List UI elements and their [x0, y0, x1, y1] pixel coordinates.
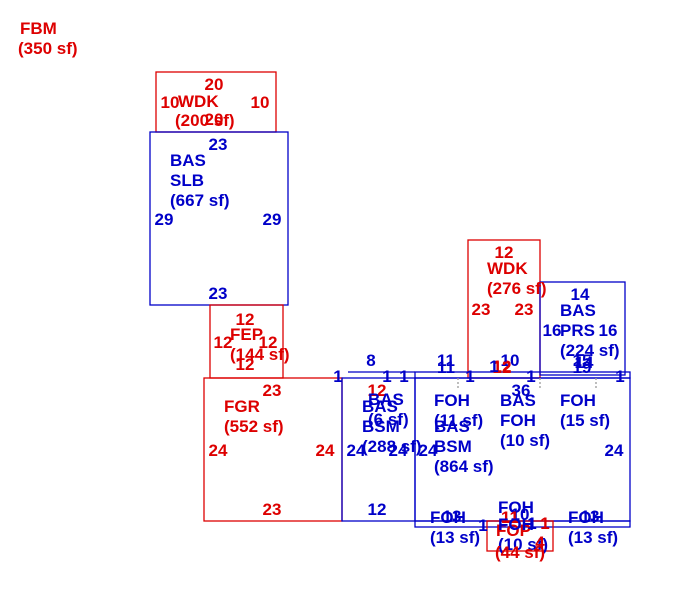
- fep-dim-top: 12: [236, 310, 255, 329]
- fep-area: (144 sf): [230, 345, 290, 364]
- bas-prs-area: (224 sf): [560, 341, 620, 360]
- dim-1-c: 1: [489, 357, 498, 376]
- bas-foh-dim-top: 10: [501, 351, 520, 370]
- foh3-area: (13 sf): [430, 528, 480, 547]
- wdk2-dim-right: 23: [515, 300, 534, 319]
- bas-sm-dim-mid: 12: [368, 381, 387, 400]
- wdk2-code: WDK: [487, 259, 528, 278]
- bas-foh-code: BAS: [500, 391, 536, 410]
- bas-sm-area: (6 sf): [368, 410, 409, 429]
- bas-foh-code2: FOH: [500, 411, 536, 430]
- bas-prs-dim-top: 14: [571, 285, 590, 304]
- bas-bsm2-code: BAS: [434, 417, 470, 436]
- bas-sm-dim-top: 8: [366, 351, 375, 370]
- bas-foh-area: (10 sf): [500, 431, 550, 450]
- fgr-dim-top: 23: [263, 381, 282, 400]
- dim-1-a: 1: [333, 367, 342, 386]
- fep-dim-left: 12: [214, 333, 233, 352]
- wdk1-code: WDK: [178, 92, 219, 111]
- fop-code-b: FOH: [498, 515, 534, 534]
- bas-bsm1-dim-bottom: 12: [368, 500, 387, 519]
- bas-prs-dim-left: 16: [543, 321, 562, 340]
- fop-code: FOP: [496, 521, 531, 540]
- foh2-area: (15 sf): [560, 411, 610, 430]
- fop-porch-outline: [486, 520, 554, 552]
- dim-1-e: 1: [615, 367, 624, 386]
- foh2-code: FOH: [560, 391, 596, 410]
- bas-bsm2-dim-left: 24: [419, 441, 438, 460]
- wdk1-dim-left: 10: [161, 93, 180, 112]
- dim-1-d: 1: [526, 367, 535, 386]
- fgr-area: (552 sf): [224, 417, 284, 436]
- bas-bsm2-dim-right: 24: [605, 441, 624, 460]
- bas-slb-dim-right: 29: [263, 210, 282, 229]
- wdk2-area: (276 sf): [487, 279, 547, 298]
- bas-bsm1-dim-left: 24: [347, 441, 366, 460]
- fop-area: (44 sf): [495, 543, 545, 562]
- bas-slb-dim-left: 29: [155, 210, 174, 229]
- foh3-code: FOH: [430, 508, 466, 527]
- wdk2-dim-top: 12: [495, 243, 514, 262]
- foh5-code: FOH: [498, 498, 534, 517]
- bas-prs-dim-right: 16: [599, 321, 618, 340]
- dim-1-b: 1: [465, 367, 474, 386]
- foh1-area: (11 sf): [434, 411, 483, 430]
- bas-bsm1-dim-right: 24: [389, 441, 408, 460]
- bas-bsm2-area: (864 sf): [434, 457, 494, 476]
- bas-sm-code: BAS: [368, 390, 404, 409]
- foh4-dim-top: 13: [581, 507, 600, 526]
- foh4-area: (13 sf): [568, 528, 618, 547]
- fep-code: FEP: [230, 325, 263, 344]
- wdk1-dim-right: 10: [251, 93, 270, 112]
- fop-num-4: 4: [535, 533, 545, 552]
- bas-bsm2-dim-top: 36: [512, 381, 531, 400]
- bas-slb-dim-top: 23: [209, 135, 228, 154]
- wdk2-dim-left: 23: [472, 300, 491, 319]
- foh4-code: FOH: [568, 508, 604, 527]
- bas-prs-code: BAS: [560, 301, 596, 320]
- fbm-area: (350 sf): [18, 39, 78, 58]
- wdk1-area: (200 sf): [175, 111, 235, 130]
- bas-prs-code2: PRS: [560, 321, 595, 340]
- bas-bsm1-code2: BSM: [362, 417, 400, 436]
- bas-sm-dim-left: 1: [382, 367, 391, 386]
- fgr-code: FGR: [224, 397, 260, 416]
- fop-dim-left: 1: [527, 514, 536, 533]
- fep-dim-bottom: 12: [236, 355, 255, 374]
- wdk1-dim-bottom: 20: [205, 110, 224, 129]
- dim-1-f: 1: [478, 516, 487, 535]
- fop-dim-right: 1: [540, 514, 549, 533]
- bas-sm-dim-right: 1: [399, 367, 408, 386]
- bas-slb-code: BAS: [170, 151, 206, 170]
- fep-dim-right: 12: [259, 333, 278, 352]
- fgr-dim-left: 24: [209, 441, 228, 460]
- bas-bsm1-code: BAS: [362, 397, 398, 416]
- wdk1-dim-top: 20: [205, 75, 224, 94]
- bas-prs-dim-bottom: 14: [575, 353, 594, 372]
- fbm-code: FBM: [20, 19, 57, 38]
- fop-area-b: (10 sf): [498, 535, 548, 554]
- fgr-dim-bottom: 23: [263, 500, 282, 519]
- foh-strip-top: [414, 371, 631, 379]
- dim-19-a: 19: [573, 358, 592, 377]
- bas-prs-outline: [539, 281, 626, 376]
- wdk2-dim-bottom: 12: [493, 357, 512, 376]
- foh2-dim-top: 15: [573, 351, 592, 370]
- dim-12-a: 12: [493, 358, 512, 377]
- bas-bsm1-area: (288 sf): [362, 437, 422, 456]
- bas-slb-area: (667 sf): [170, 191, 230, 210]
- foh5-dim-top: 10: [511, 505, 530, 524]
- bas-slb-code2: SLB: [170, 171, 204, 190]
- bas-bsm2-code2: BSM: [434, 437, 472, 456]
- foh1-dim-top: 11: [437, 351, 455, 370]
- foh1-code: FOH: [434, 391, 470, 410]
- dim-11-a: 11: [437, 358, 455, 377]
- fgr-dim-right: 24: [316, 441, 335, 460]
- fop-dim-top: 11: [501, 508, 519, 527]
- foh3-dim-top: 13: [443, 507, 462, 526]
- bas-slb-dim-bottom: 23: [209, 284, 228, 303]
